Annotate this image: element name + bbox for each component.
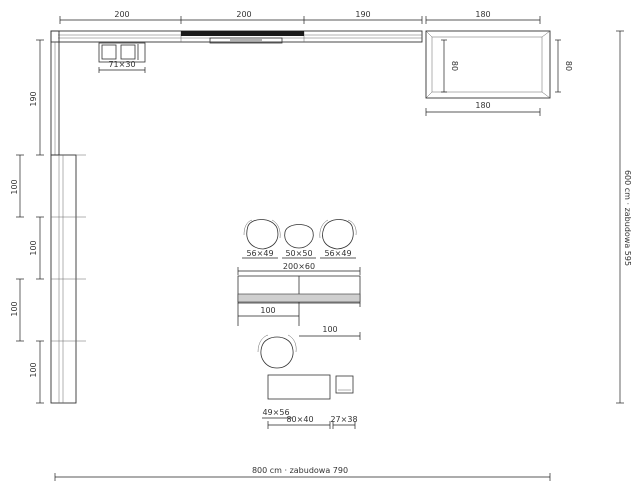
table-label: 200×60 <box>283 262 315 271</box>
top-dimension-chain: 200 200 190 180 <box>59 10 541 24</box>
chair-3: 56×49 <box>319 219 357 259</box>
armchair <box>257 334 297 369</box>
dim-right-total: 600 cm · zabudowa 595 <box>623 170 632 266</box>
chair-2: 50×50 <box>282 224 316 259</box>
bottom-total-dimension: 800 cm · zabudowa 790 <box>54 465 551 481</box>
bottom-furniture-dims: 49×56 80×40 27×38 <box>262 408 358 429</box>
chair-1: 56×49 <box>242 219 281 259</box>
bench-half-label: 100 <box>322 325 337 334</box>
corner-unit: 80 80 180 <box>425 30 573 116</box>
stool-label: 27×38 <box>330 415 357 424</box>
sink-label: 71×30 <box>108 60 135 69</box>
dim-top-4: 180 <box>475 10 490 19</box>
right-total-dimension: 600 cm · zabudowa 595 <box>616 30 632 404</box>
dim-box-width: 180 <box>475 101 490 110</box>
chair-2-label: 50×50 <box>285 249 312 258</box>
left-counter <box>50 30 86 404</box>
desk-label: 80×40 <box>286 415 313 424</box>
sink: 71×30 <box>98 42 146 73</box>
dim-left-4: 100 <box>10 301 19 316</box>
armchair-label: 49×56 <box>262 408 289 417</box>
stool <box>335 375 354 394</box>
dim-left-1: 190 <box>29 91 38 106</box>
dim-top-1: 200 <box>114 10 129 19</box>
dim-bottom-total: 800 cm · zabudowa 790 <box>252 466 348 475</box>
dim-left-3: 100 <box>29 240 38 255</box>
cooktop <box>181 31 304 44</box>
dining-table: 200×60 100 100 <box>237 262 361 340</box>
chair-3-label: 56×49 <box>324 249 351 258</box>
dim-top-2: 200 <box>236 10 251 19</box>
left-dimension-chain: 190 100 100 100 100 <box>10 39 44 404</box>
dim-left-2: 100 <box>10 179 19 194</box>
dim-top-3: 190 <box>355 10 370 19</box>
dim-left-5: 100 <box>29 362 38 377</box>
dim-box-inner-depth: 80 <box>450 61 459 71</box>
chair-1-label: 56×49 <box>246 249 273 258</box>
desk <box>267 374 331 400</box>
table-half-label: 100 <box>260 306 275 315</box>
dim-box-outer-depth: 80 <box>564 61 573 71</box>
